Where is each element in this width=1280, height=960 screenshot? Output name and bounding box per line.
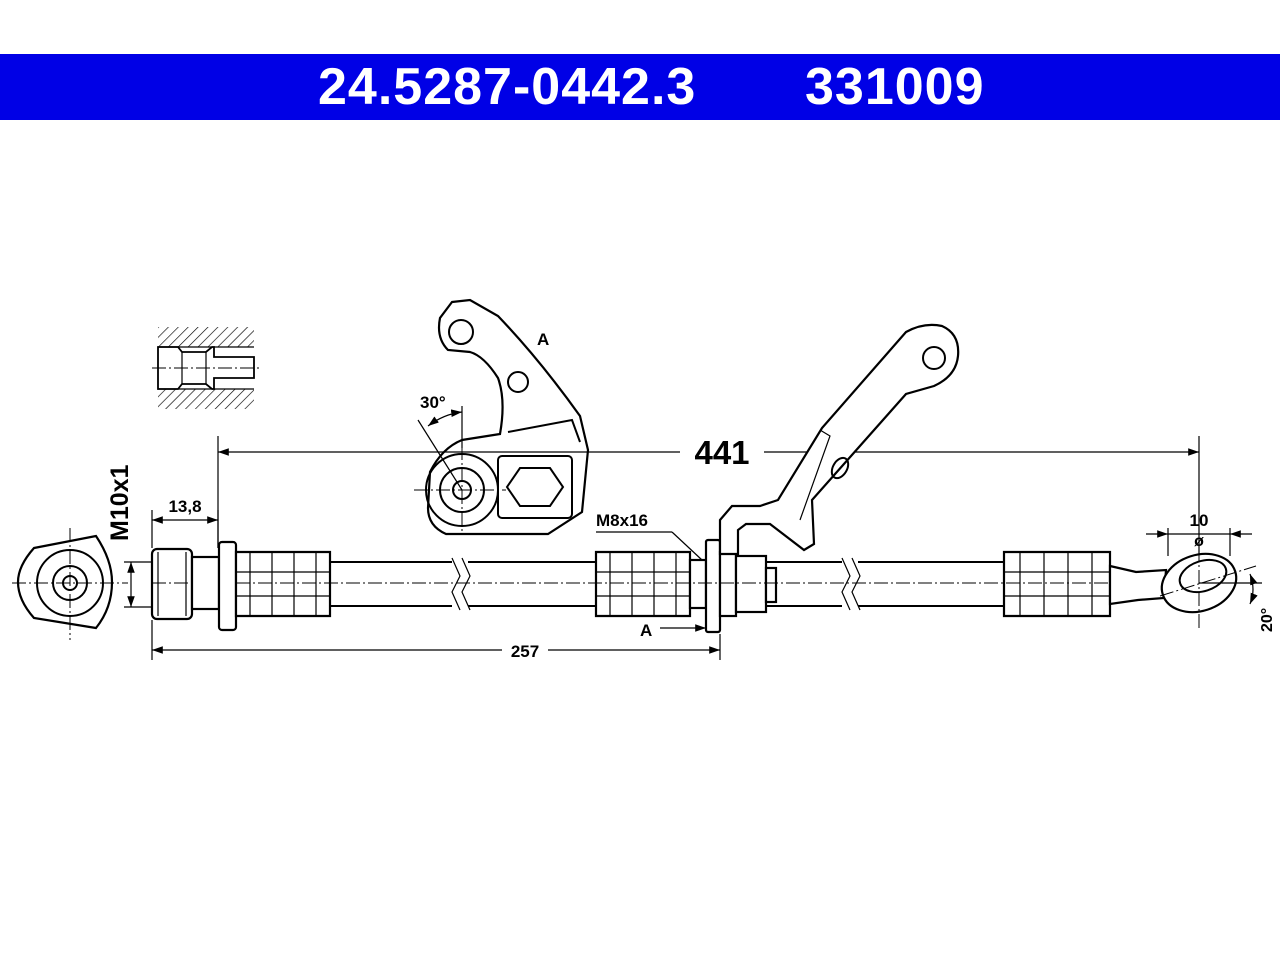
thread-length-dimension: 13,8 (151, 497, 219, 548)
bracket-view-a: 30° A (414, 298, 590, 536)
hose-assembly (150, 538, 1170, 634)
thread-size-dimension: M10x1 (106, 464, 152, 608)
bracket-distance-dimension: 257 (151, 620, 721, 661)
overall-length-label: 441 (694, 434, 749, 471)
thread-size-label: M10x1 (106, 464, 134, 541)
eye-diameter-label: 10 (1190, 511, 1209, 530)
bore-section-detail (152, 327, 260, 409)
view-a-arrow-label: A (640, 621, 652, 640)
view-a-label: A (537, 330, 549, 349)
thread-length-label: 13,8 (168, 497, 201, 516)
eye-angle-label: 20° (1259, 608, 1276, 632)
fitting-end-view (12, 528, 128, 640)
bracket-distance-label: 257 (511, 642, 539, 661)
view-a-arrow: A (640, 621, 706, 640)
bolt-size-callout: M8x16 (596, 511, 703, 561)
title-bar: 24.5287-0442.3 331009 (0, 54, 1280, 120)
mounting-bracket (718, 323, 960, 556)
eye-angle-dimension: 20° (1199, 573, 1276, 632)
bracket-angle-label: 30° (420, 393, 446, 412)
banjo-eye-fitting (1108, 548, 1257, 630)
reference-number: 331009 (805, 58, 985, 116)
diameter-symbol: ø (1194, 533, 1204, 550)
eye-diameter-dimension: 10 ø (1146, 511, 1252, 556)
part-number: 24.5287-0442.3 (318, 58, 697, 116)
bolt-size-label: M8x16 (596, 511, 648, 530)
